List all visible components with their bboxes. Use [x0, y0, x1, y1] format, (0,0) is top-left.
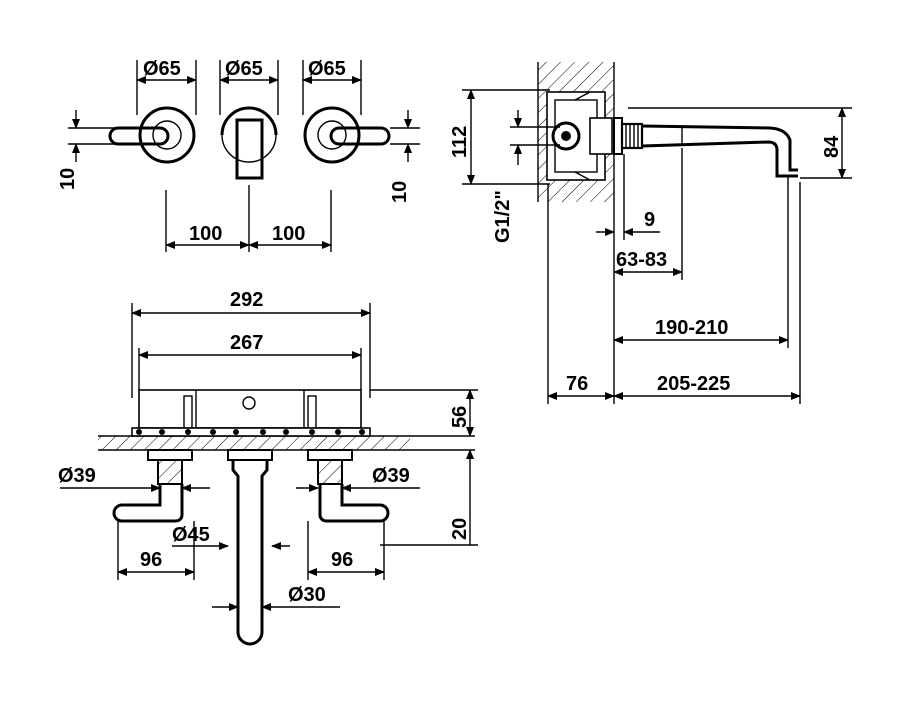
dim-d45: Ø45 — [172, 524, 210, 546]
dim-10-lines — [68, 110, 420, 162]
dim-205-225: 205-225 — [657, 373, 730, 395]
dim-96-left: 96 — [140, 549, 162, 571]
dim-63-83: 63-83 — [616, 249, 667, 271]
right-handle-front — [303, 106, 391, 164]
wall-band — [98, 436, 410, 450]
left-handle-front — [108, 106, 196, 164]
dim-spacing-lines — [165, 185, 332, 252]
front-diameter-dims — [136, 60, 362, 115]
front-view: Ø65 Ø65 Ø65 — [57, 58, 420, 252]
dim-depth-lines — [370, 389, 478, 546]
dim-d65-center: Ø65 — [225, 58, 263, 80]
left-handle-plan — [112, 449, 193, 523]
dim-d65-left: Ø65 — [143, 58, 181, 80]
dim-100-left: 100 — [189, 223, 222, 245]
plan-view: 292 267 56 20 — [58, 289, 478, 646]
dim-96-lines — [117, 521, 385, 580]
dim-96-right: 96 — [331, 549, 353, 571]
side-horizontal-dims — [547, 148, 801, 404]
dim-190-210: 190-210 — [655, 317, 728, 339]
dim-10-right: 10 — [389, 181, 411, 203]
embedded-valve-body — [546, 91, 613, 181]
dim-267: 267 — [230, 332, 263, 354]
dim-width-lines — [131, 303, 371, 398]
dim-56: 56 — [449, 406, 471, 428]
dim-112: 112 — [449, 126, 471, 158]
dim-g12-lines — [510, 110, 560, 165]
dim-100-right: 100 — [272, 223, 305, 245]
side-view: G1/2" 112 84 — [449, 62, 852, 404]
valve-box — [138, 389, 362, 429]
dim-g12: G1/2" — [492, 190, 514, 243]
dim-10-left: 10 — [57, 168, 79, 190]
spout-plan — [227, 449, 273, 646]
spout-side — [613, 117, 798, 178]
box-bolts — [136, 429, 365, 435]
dim-76: 76 — [566, 373, 588, 395]
dim-112-lines — [462, 89, 550, 185]
spout-front — [220, 106, 278, 180]
dim-d65-right: Ø65 — [308, 58, 346, 80]
dim-84: 84 — [821, 135, 843, 158]
dim-292: 292 — [230, 289, 263, 311]
dim-d39-left: Ø39 — [58, 465, 96, 487]
dim-d30: Ø30 — [288, 584, 326, 606]
dim-20: 20 — [449, 518, 471, 540]
right-handle-plan — [307, 449, 390, 523]
dim-84-lines — [628, 107, 852, 179]
dim-d39-right: Ø39 — [372, 465, 410, 487]
dim-9: 9 — [644, 209, 655, 231]
